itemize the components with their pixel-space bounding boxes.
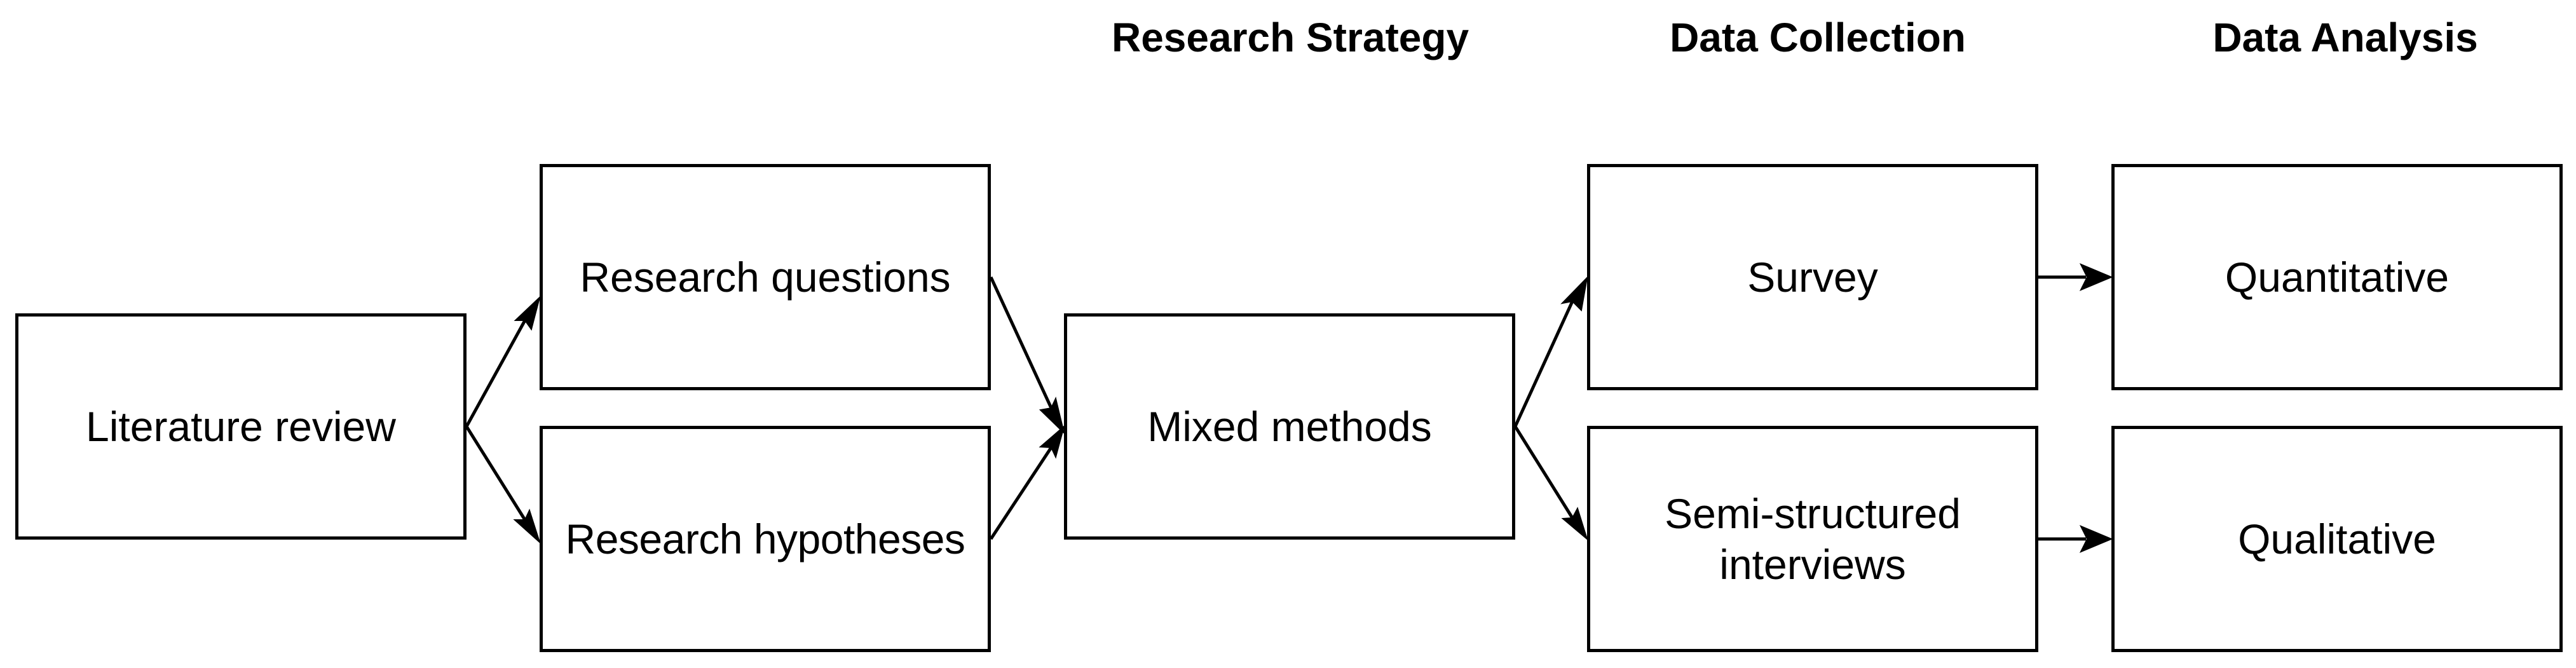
arrow-questions-to-mixed <box>989 276 1053 409</box>
node-research-questions: Research questions <box>540 164 991 390</box>
node-label-research-hypotheses: Research hypotheses <box>565 515 965 562</box>
node-literature-review: Literature review <box>15 313 467 540</box>
node-mixed-methods: Mixed methods <box>1064 313 1515 540</box>
node-survey: Survey <box>1587 164 2038 390</box>
node-label-mixed-methods: Mixed methods <box>1147 403 1432 450</box>
node-label-literature-review: Literature review <box>86 403 396 450</box>
node-label-research-questions: Research questions <box>580 254 951 301</box>
arrowhead-interviews-to-qualitative <box>2079 525 2113 553</box>
arrowhead-survey-to-quantitative <box>2079 263 2113 291</box>
node-semi-structured-interviews: Semi-structured interviews <box>1587 426 2038 652</box>
header-research-strategy: Research Strategy <box>1111 15 1469 60</box>
arrowhead-questions-to-mixed <box>1039 396 1065 435</box>
header-data-analysis: Data Analysis <box>2212 15 2478 60</box>
node-quantitative: Quantitative <box>2111 164 2563 390</box>
node-label-quantitative: Quantitative <box>2225 254 2450 301</box>
arrow-mixed-to-survey <box>1513 300 1574 428</box>
node-research-hypotheses: Research hypotheses <box>540 426 991 652</box>
arrowhead-literature-to-hypotheses <box>513 508 542 545</box>
arrowhead-literature-to-questions <box>514 295 541 331</box>
node-label-qualitative: Qualitative <box>2238 515 2436 562</box>
arrowhead-mixed-to-survey <box>1560 275 1588 312</box>
arrowhead-hypotheses-to-mixed <box>1039 425 1065 459</box>
arrow-literature-to-hypotheses <box>465 425 527 521</box>
arrow-hypotheses-to-mixed <box>989 446 1053 540</box>
node-label-semi-structured-interviews: Semi-structured interviews <box>1665 490 1961 588</box>
arrow-literature-to-questions <box>465 319 527 428</box>
header-data-collection: Data Collection <box>1670 15 1966 60</box>
node-qualitative: Qualitative <box>2111 426 2563 652</box>
arrowhead-mixed-to-interviews <box>1561 507 1588 541</box>
arrow-mixed-to-interviews <box>1513 425 1574 519</box>
node-label-survey: Survey <box>1747 254 1878 301</box>
